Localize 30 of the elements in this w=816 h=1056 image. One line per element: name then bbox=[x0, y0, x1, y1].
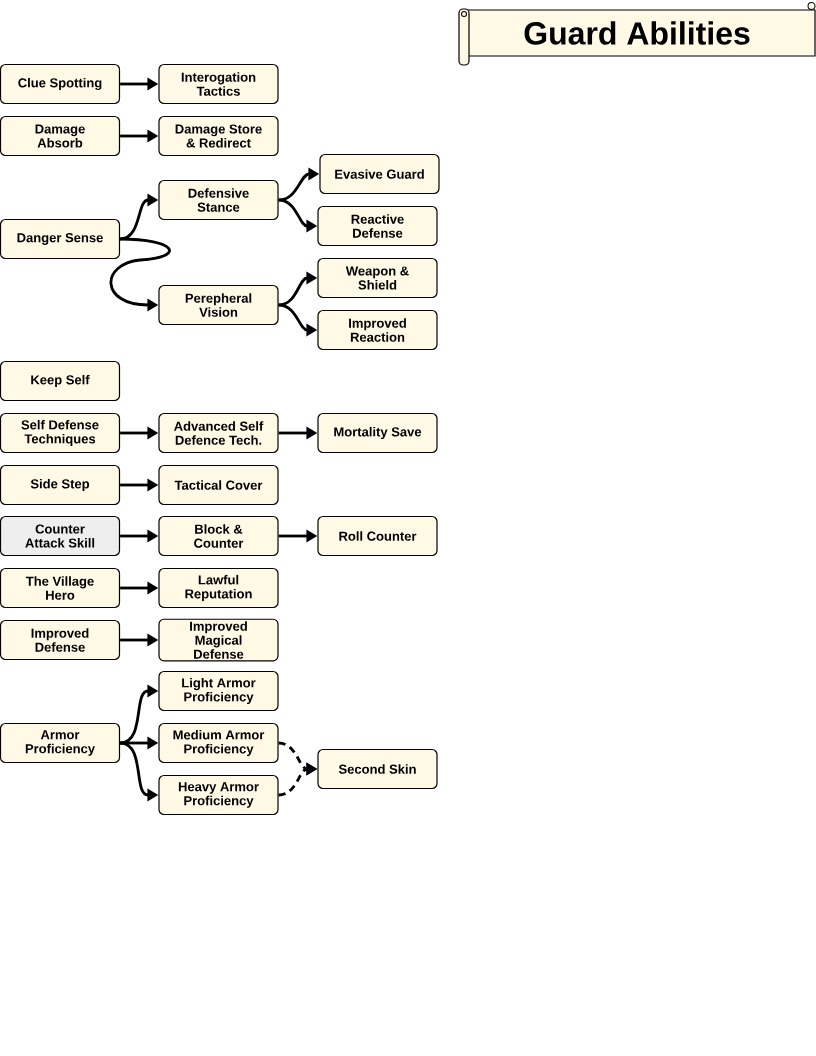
title-banner: Guard Abilities bbox=[458, 2, 816, 66]
skill-box: Side Step bbox=[0, 464, 121, 506]
skill-box: Weapon & Shield bbox=[317, 257, 438, 299]
skill-box: The Village Hero bbox=[0, 567, 121, 609]
skill-box: Damage Store & Redirect bbox=[158, 115, 279, 157]
skill-box: Armor Proficiency bbox=[0, 722, 121, 764]
skill-box: Medium Armor Proficiency bbox=[158, 722, 279, 764]
skill-box: Counter Attack Skill bbox=[0, 515, 121, 557]
skill-box: Block & Counter bbox=[158, 515, 279, 557]
skill-box: Tactical Cover bbox=[158, 464, 279, 506]
skill-box: Defensive Stance bbox=[158, 179, 279, 221]
skill-box: Reactive Defense bbox=[317, 205, 438, 247]
skill-box: Lawful Reputation bbox=[158, 567, 279, 609]
skill-box: Improved Defense bbox=[0, 619, 121, 661]
skill-box: Evasive Guard bbox=[319, 153, 440, 195]
skill-box: Improved Reaction bbox=[317, 309, 438, 351]
skill-box: Heavy Armor Proficiency bbox=[158, 774, 279, 816]
skill-box: Second Skin bbox=[317, 748, 438, 790]
skill-box: Improved Magical Defense bbox=[158, 618, 279, 662]
skill-box: Mortality Save bbox=[317, 412, 438, 454]
skill-box: Clue Spotting bbox=[0, 63, 121, 105]
skill-box: Danger Sense bbox=[0, 218, 121, 260]
skill-box: Interogation Tactics bbox=[158, 63, 279, 105]
skill-box: Advanced Self Defence Tech. bbox=[158, 412, 279, 454]
skill-box: Roll Counter bbox=[317, 515, 438, 557]
skill-box: Keep Self bbox=[0, 360, 121, 402]
skill-box: Perepheral Vision bbox=[158, 284, 279, 326]
skill-box: Damage Absorb bbox=[0, 115, 121, 157]
skill-box: Self Defense Techniques bbox=[0, 412, 121, 454]
skill-box: Light Armor Proficiency bbox=[158, 670, 279, 712]
